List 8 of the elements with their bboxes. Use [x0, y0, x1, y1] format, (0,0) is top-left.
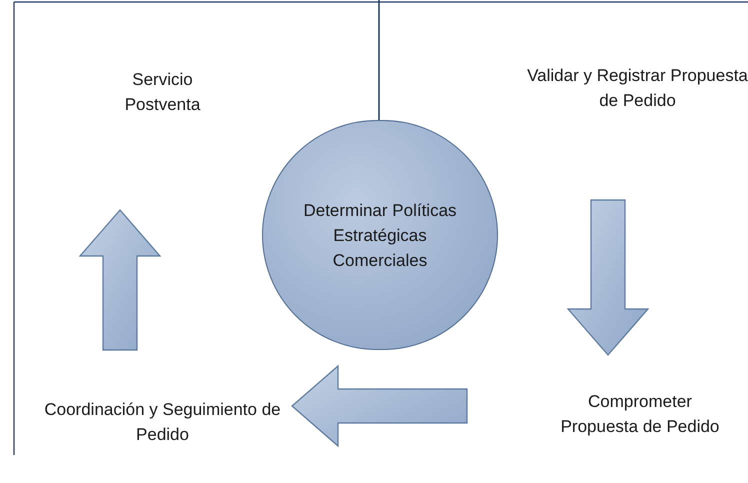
block-arrow [291, 364, 468, 448]
block-arrow [566, 199, 650, 356]
step-label: Coordinación y Seguimiento de Pedido [35, 384, 290, 460]
connector-line [378, 0, 380, 120]
step-label: Validar y Registrar Propuesta de Pedido [525, 62, 748, 114]
block-arrow [78, 209, 162, 351]
step-label: Comprometer Propuesta de Pedido [555, 374, 725, 454]
step-label: Servicio Postventa [100, 66, 225, 118]
